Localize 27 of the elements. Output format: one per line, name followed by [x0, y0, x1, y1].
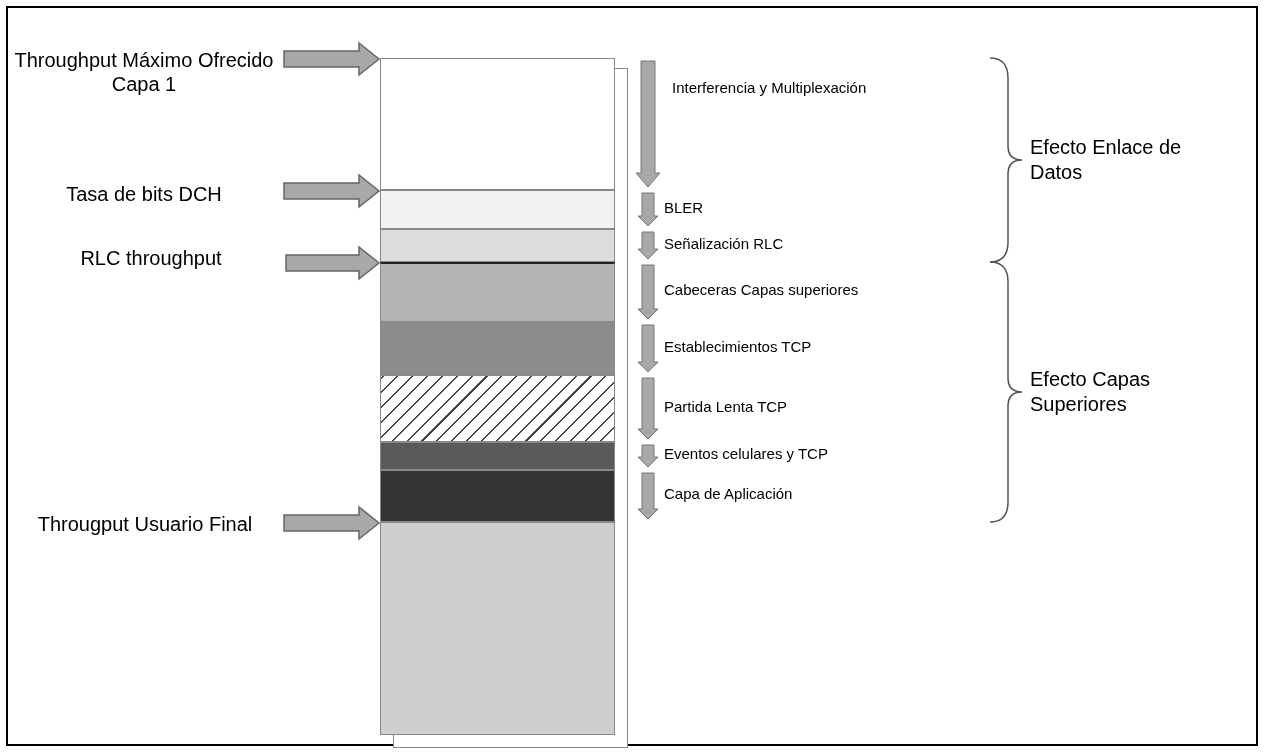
- bar-segment: [380, 375, 615, 442]
- block-arrow: [283, 173, 381, 209]
- segment-label: Señalización RLC: [664, 233, 784, 254]
- bar-segment: [380, 522, 615, 735]
- block-arrow: [283, 41, 381, 77]
- bar-segment: [380, 190, 615, 229]
- block-arrow: [283, 505, 381, 541]
- bar-segment: [380, 262, 615, 322]
- segment-label: BLER: [664, 197, 704, 218]
- side-label: Througput Usuario Final: [10, 512, 280, 536]
- bar-segment: [380, 442, 615, 470]
- side-label: Throughput Máximo Ofrecido Capa 1: [8, 48, 280, 96]
- bar-segment: [380, 58, 615, 190]
- segment-label: Interferencia y Multiplexación: [672, 78, 868, 98]
- segment-label: Establecimientos TCP: [664, 336, 812, 357]
- segment-label: Eventos celulares y TCP: [664, 444, 828, 464]
- block-arrow: [285, 245, 381, 281]
- bar-segment: [380, 470, 615, 522]
- side-label: Tasa de bits DCH: [8, 182, 280, 206]
- group-label: Efecto Enlace de Datos: [1030, 135, 1183, 185]
- segment-label: Capa de Aplicación: [664, 484, 793, 504]
- group-label: Efecto Capas Superiores: [1030, 367, 1152, 417]
- bar-segment: [380, 322, 615, 375]
- segment-label: Cabeceras Capas superiores: [664, 280, 859, 300]
- segment-label: Partida Lenta TCP: [664, 396, 788, 417]
- bar-segment: [380, 229, 615, 262]
- side-label: RLC throughput: [20, 246, 282, 270]
